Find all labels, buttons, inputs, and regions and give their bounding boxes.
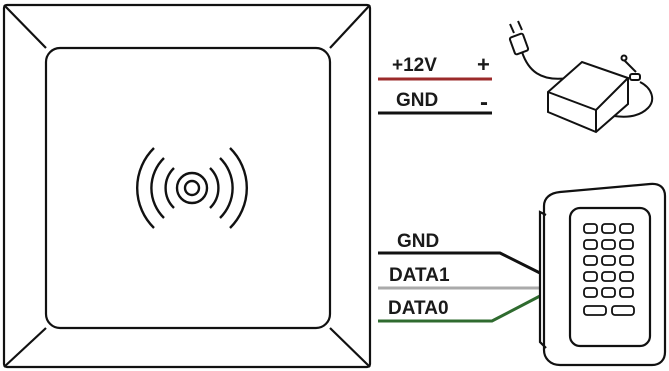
keypad-icon: [538, 182, 667, 367]
data1-label: DATA1: [389, 265, 450, 286]
gnd-wire: [378, 251, 541, 275]
negative-label: GND: [396, 90, 438, 111]
negative-sign: -: [480, 89, 488, 116]
positive-label: +12V: [392, 55, 437, 76]
contactless-signal-icon: [136, 147, 248, 229]
rfid-reader-icon: [2, 3, 372, 369]
data0-wire: [378, 294, 541, 323]
positive-sign: +: [477, 52, 490, 77]
gnd-label: GND: [397, 231, 439, 252]
data0-label: DATA0: [388, 298, 449, 319]
power-adapter-icon: [508, 20, 654, 134]
